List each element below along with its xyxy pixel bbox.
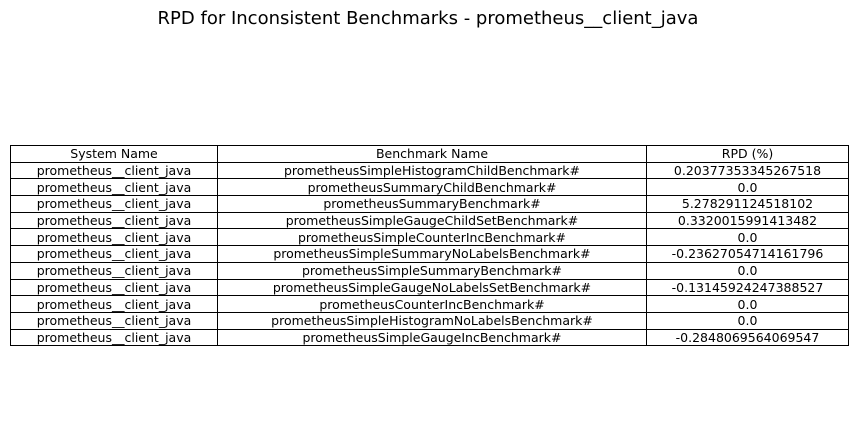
cell-rpd: 0.20377353345267518 — [646, 161, 849, 180]
cell-system-name: prometheus__client_java — [10, 278, 218, 297]
cell-rpd: -0.23627054714161796 — [646, 245, 849, 263]
cell-system-name: prometheus__client_java — [10, 245, 218, 263]
cell-rpd: 5.278291124518102 — [646, 195, 849, 213]
cell-benchmark-name: prometheusSimpleGaugeNoLabelsSetBenchmar… — [217, 278, 647, 297]
cell-benchmark-name: prometheusSummaryBenchmark# — [217, 195, 647, 213]
cell-rpd: 0.0 — [646, 261, 849, 280]
cell-system-name: prometheus__client_java — [10, 295, 218, 313]
cell-benchmark-name: prometheusCounterIncBenchmark# — [217, 295, 647, 313]
table-header-row: System Name Benchmark Name RPD (%) — [10, 145, 849, 163]
cell-system-name: prometheus__client_java — [10, 228, 218, 247]
cell-system-name: prometheus__client_java — [10, 328, 218, 347]
cell-benchmark-name: prometheusSimpleGaugeChildSetBenchmark# — [217, 211, 647, 230]
cell-system-name: prometheus__client_java — [10, 311, 218, 330]
cell-system-name: prometheus__client_java — [10, 161, 218, 180]
cell-system-name: prometheus__client_java — [10, 195, 218, 213]
cell-benchmark-name: prometheusSimpleCounterIncBenchmark# — [217, 228, 647, 247]
column-header-rpd: RPD (%) — [646, 145, 849, 163]
cell-benchmark-name: prometheusSimpleGaugeIncBenchmark# — [217, 328, 647, 347]
cell-rpd: 0.0 — [646, 295, 849, 313]
cell-system-name: prometheus__client_java — [10, 261, 218, 280]
cell-rpd: -0.13145924247388527 — [646, 278, 849, 297]
chart-title: RPD for Inconsistent Benchmarks - promet… — [157, 8, 699, 29]
cell-benchmark-name: prometheusSimpleSummaryBenchmark# — [217, 261, 647, 280]
cell-rpd: 0.0 — [646, 311, 849, 330]
cell-benchmark-name: prometheusSimpleHistogramNoLabelsBenchma… — [217, 311, 647, 330]
column-header-benchmark-name: Benchmark Name — [217, 145, 647, 163]
cell-rpd: 0.3320015991413482 — [646, 211, 849, 230]
cell-system-name: prometheus__client_java — [10, 178, 218, 197]
cell-rpd: -0.2848069564069547 — [646, 328, 849, 347]
cell-benchmark-name: prometheusSimpleHistogramChildBenchmark# — [217, 161, 647, 180]
column-header-system-name: System Name — [10, 145, 218, 163]
cell-system-name: prometheus__client_java — [10, 211, 218, 230]
cell-benchmark-name: prometheusSummaryChildBenchmark# — [217, 178, 647, 197]
rpd-table: System Name Benchmark Name RPD (%) prome… — [10, 145, 849, 347]
cell-benchmark-name: prometheusSimpleSummaryNoLabelsBenchmark… — [217, 245, 647, 263]
cell-rpd: 0.0 — [646, 228, 849, 247]
cell-rpd: 0.0 — [646, 178, 849, 197]
